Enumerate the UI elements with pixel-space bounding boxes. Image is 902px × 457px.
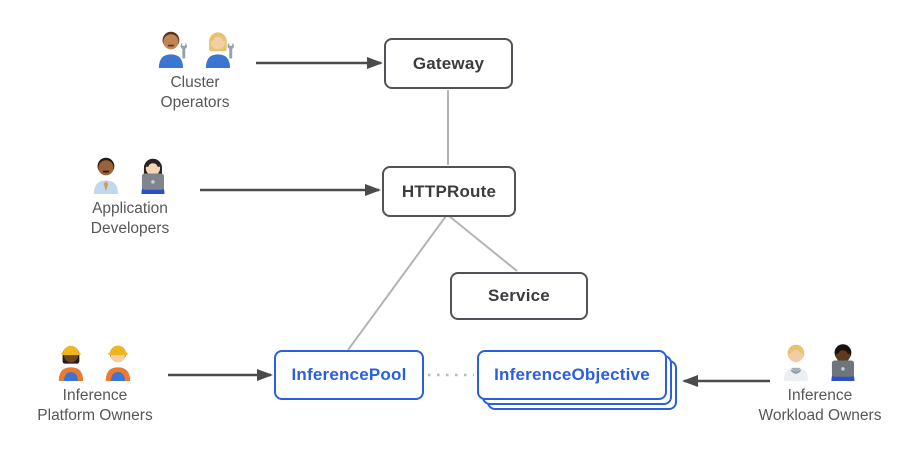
service-label: Service — [488, 286, 550, 305]
httproute-node: HTTPRoute — [382, 166, 516, 217]
persona-label-line: Application — [92, 200, 168, 217]
gateway-label: Gateway — [412, 53, 485, 73]
woman-construction-worker-icon — [58, 345, 83, 381]
edge-httproute-inferencepool — [347, 215, 447, 351]
man-mechanic-icon — [158, 31, 187, 68]
inferenceobjective-label: InferenceObjective — [494, 365, 650, 384]
service-node: Service — [450, 272, 588, 320]
persona-inference-platform-owners: Inference Platform Owners — [0, 339, 190, 426]
persona-label-line: Inference — [62, 387, 128, 404]
inferenceobjective-node: InferenceObjective — [477, 350, 667, 400]
office-worker-icon — [93, 157, 118, 194]
persona-label-line: Workload Owners — [758, 407, 882, 424]
persona-label-line: Developers — [90, 220, 170, 237]
health-worker-icon — [783, 344, 808, 381]
inferencepool-label: InferencePool — [291, 365, 407, 384]
persona-label-line: Cluster — [170, 74, 220, 91]
persona-cluster-operators: Cluster Operators — [100, 26, 290, 113]
persona-label-line: Platform Owners — [37, 407, 153, 424]
edge-httproute-service — [448, 215, 518, 272]
man-construction-worker-icon — [105, 345, 130, 381]
inferencepool-node: InferencePool — [274, 350, 424, 400]
woman-mechanic-icon — [205, 32, 234, 68]
gateway-node: Gateway — [384, 38, 513, 89]
persona-application-developers: Application Developers — [35, 152, 225, 239]
httproute-label: HTTPRoute — [401, 181, 497, 201]
persona-label-line: Inference — [787, 387, 853, 404]
man-technologist-icon — [830, 344, 854, 381]
persona-inference-workload-owners: Inference Workload Owners — [725, 339, 902, 426]
persona-label-line: Operators — [160, 94, 230, 111]
woman-technologist-icon — [140, 158, 164, 194]
